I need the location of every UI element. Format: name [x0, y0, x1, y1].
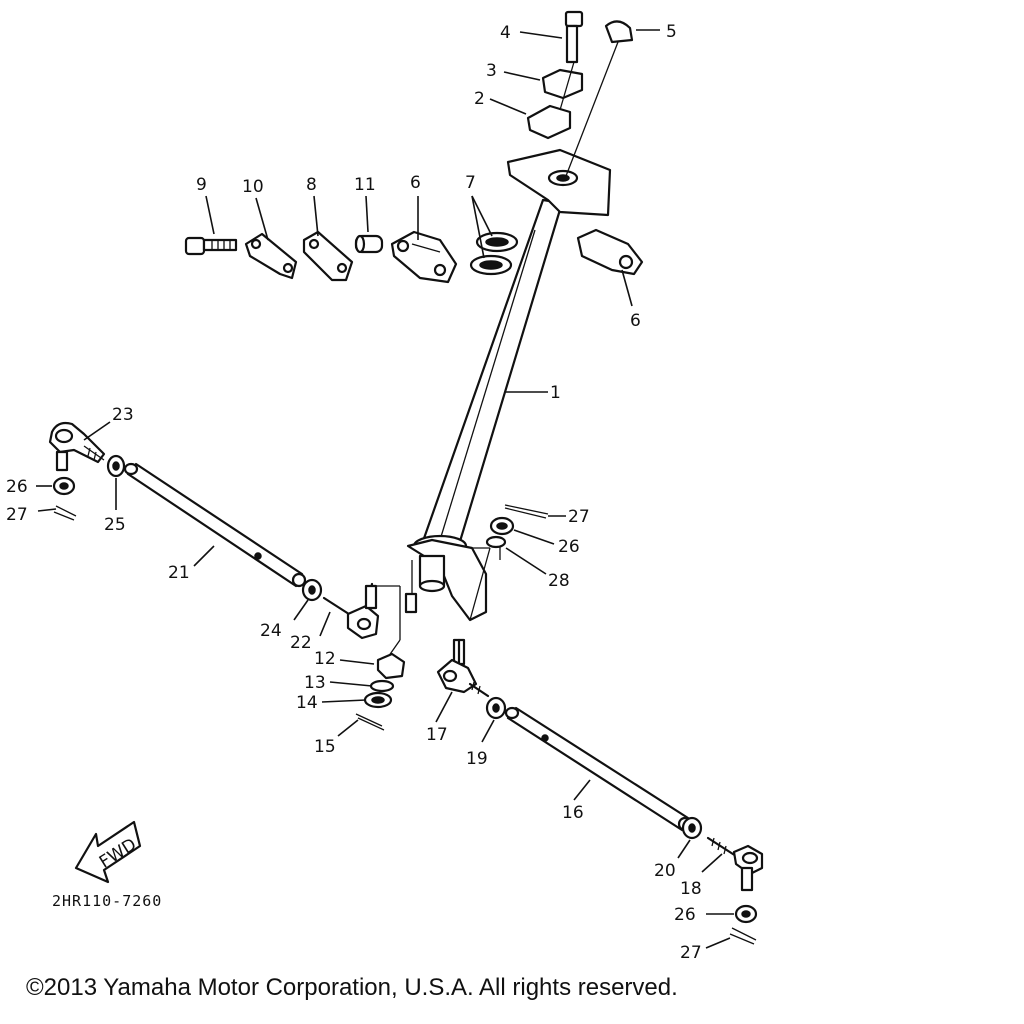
tie-rod-end-left-inner-part-22 [322, 582, 380, 640]
callout-8: 8 [306, 175, 317, 195]
oil-seals-part-7 [469, 231, 519, 276]
cotter-pin-part-27-right [729, 927, 757, 945]
callout-26-right: 26 [674, 905, 696, 925]
callout-26-left: 26 [6, 477, 28, 497]
holder-bolt [564, 10, 584, 64]
shaft-cap [604, 20, 634, 44]
callout-27-center: 27 [568, 507, 590, 527]
cotter-pin-part-15 [355, 713, 385, 731]
nut-part-26-right [734, 904, 758, 924]
callout-17: 17 [426, 725, 448, 745]
bushing-right-part-6 [576, 228, 644, 276]
cotter-pin-part-27-center [504, 504, 549, 519]
callout-20: 20 [654, 861, 676, 881]
tie-rod-end-left-part-23 [48, 421, 106, 472]
plate-part-8 [302, 230, 354, 282]
callout-13: 13 [304, 673, 326, 693]
callout-1: 1 [550, 383, 561, 403]
upper-handlebar-holder [541, 68, 584, 100]
callout-27-right: 27 [680, 943, 702, 963]
callout-23: 23 [112, 405, 134, 425]
nut-part-26-left [52, 476, 76, 496]
callout-15: 15 [314, 737, 336, 757]
pitman-arm [404, 534, 488, 622]
callout-22: 22 [290, 633, 312, 653]
reference-code: 2HR110-7260 [52, 892, 162, 910]
handlebar-holder-bracket [506, 148, 612, 217]
nut-part-26-center [489, 516, 515, 536]
callout-28: 28 [548, 571, 570, 591]
callout-11: 11 [354, 175, 376, 195]
fwd-arrow-icon: FWD [74, 820, 142, 884]
callout-6-right: 6 [630, 311, 641, 331]
callout-26-center: 26 [558, 537, 580, 557]
callout-4: 4 [500, 23, 511, 43]
collar-part-12 [376, 652, 406, 680]
locknut-part-24 [301, 578, 323, 602]
callout-6-left: 6 [410, 173, 421, 193]
locknut-part-25 [106, 454, 126, 478]
collar-part-11 [354, 234, 384, 254]
callout-27-left: 27 [6, 505, 28, 525]
callout-25: 25 [104, 515, 126, 535]
bolt-part-9 [184, 236, 238, 256]
callout-5: 5 [666, 22, 677, 42]
washer-part-28 [485, 535, 507, 549]
callout-3: 3 [486, 61, 497, 81]
callout-12: 12 [314, 649, 336, 669]
callout-18: 18 [680, 879, 702, 899]
callout-numbers: 1 2 3 4 5 6 6 7 8 9 10 11 12 13 14 15 16… [6, 22, 702, 963]
callout-24: 24 [260, 621, 282, 641]
callout-10: 10 [242, 177, 264, 197]
lower-handlebar-holder [526, 104, 572, 140]
assembly-guide-lines [377, 540, 501, 661]
bushing-left-part-6 [390, 230, 458, 284]
callout-2: 2 [474, 89, 485, 109]
tie-rod-left-part-21 [123, 462, 307, 588]
locknut-part-20 [681, 816, 703, 840]
castle-nut-part-14 [363, 691, 393, 709]
washer-part-13 [369, 679, 395, 693]
leader-lines [36, 29, 734, 949]
copyright-notice: ©2013 Yamaha Motor Corporation, U.S.A. A… [26, 974, 678, 1001]
callout-19: 19 [466, 749, 488, 769]
callout-9: 9 [196, 175, 207, 195]
tie-rod-end-right-part-18 [706, 836, 764, 892]
tie-rod-end-right-inner-part-17 [436, 638, 490, 698]
callout-21: 21 [168, 563, 190, 583]
callout-7: 7 [465, 173, 476, 193]
callout-16: 16 [562, 803, 584, 823]
cotter-pin-part-27-left [53, 505, 77, 521]
callout-14: 14 [296, 693, 318, 713]
locknut-part-19 [485, 696, 507, 720]
tie-rod-right-part-16 [504, 706, 693, 832]
